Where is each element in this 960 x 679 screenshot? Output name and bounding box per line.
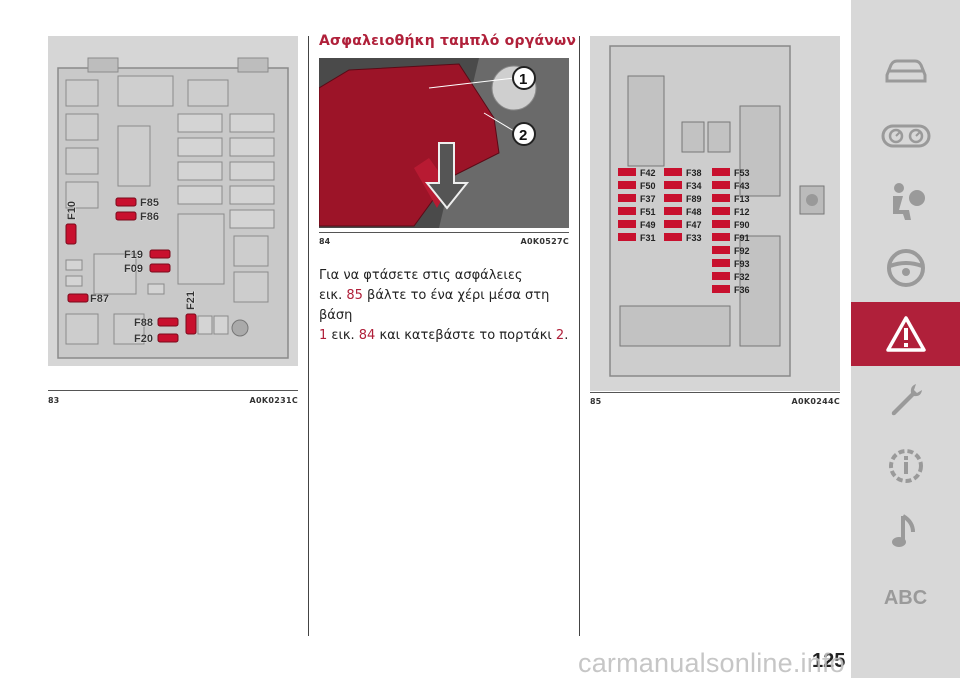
fuse-label: F53 (734, 168, 750, 178)
text-run: εικ. (319, 288, 347, 303)
figure-ref[interactable]: 85 (346, 288, 363, 303)
fuse-label: F88 (134, 317, 153, 329)
watermark: carmanualsonline.info (578, 648, 845, 678)
index-label: ABC (883, 586, 928, 609)
figure-83-caption: 83 A0K0231C (48, 396, 298, 405)
figure-85-fuse-box: F42 F50 F37 F51 F49 F31 F38 F34 F89 F48 … (590, 36, 840, 391)
figure-85-caption-rule (590, 392, 840, 393)
callout-ref: 1 (319, 328, 328, 343)
fuse-label: F12 (734, 207, 750, 217)
figure-number: 84 (319, 237, 331, 246)
fuse-label: F47 (686, 220, 702, 230)
sidebar-item-dashboard[interactable] (851, 104, 960, 168)
figure-code: A0K0231C (249, 396, 298, 405)
figure-83-caption-rule (48, 390, 298, 391)
fuse-label: F10 (66, 201, 78, 220)
fuse-label: F89 (686, 194, 702, 204)
fuse-f19 (149, 249, 171, 259)
fuse-label: F19 (124, 249, 143, 261)
fuse-label: F93 (734, 259, 750, 269)
fuse-label: F91 (734, 233, 750, 243)
text-line: Για να φτάσετε στις ασφάλειες (319, 268, 523, 283)
sidebar-item-safety[interactable] (851, 170, 960, 234)
music-note-icon (891, 514, 915, 547)
dashboard-photo: 1 2 (319, 58, 569, 228)
figure-83-fuse-box: F10 F85 F86 F19 F09 F87 F21 F88 F20 (48, 36, 298, 366)
fuse-f88 (157, 317, 179, 327)
callout-1 (512, 66, 536, 90)
fuse-label: F43 (734, 181, 750, 191)
fuse-label: F38 (686, 168, 702, 178)
sidebar-item-multimedia[interactable] (851, 500, 960, 564)
fuse-label: F50 (640, 181, 656, 191)
fuse-f21 (185, 313, 197, 335)
figure-84-caption: 84 A0K0527C (319, 237, 569, 246)
figure-84-caption-rule (319, 232, 569, 233)
column-divider-right (579, 36, 580, 636)
page-number: 125 (812, 650, 846, 672)
fuse-label: F90 (734, 220, 750, 230)
fuse-label: F37 (640, 194, 656, 204)
fuse-label: F09 (124, 263, 143, 275)
airbag-passenger-icon (892, 183, 925, 220)
sidebar-item-index[interactable]: ABC (851, 566, 960, 630)
chapter-sidebar: ABC (851, 0, 960, 678)
dashboard-gauges-icon (881, 124, 930, 148)
fuse-label: F42 (640, 168, 656, 178)
section-title: Ασφαλειοθήκη ταμπλό οργάνων (319, 33, 577, 49)
figure-ref[interactable]: 84 (358, 328, 376, 343)
warning-triangle-icon (885, 316, 926, 352)
fuse-f86 (115, 211, 137, 221)
fuse-label: F86 (140, 211, 159, 223)
fuse-label: F34 (686, 181, 702, 191)
figure-number: 83 (48, 396, 60, 405)
fuse-label: F33 (686, 233, 702, 243)
text-run: . (564, 328, 569, 343)
fuse-label: F51 (640, 207, 656, 217)
column-divider-left (308, 36, 309, 636)
callout-label: 1 (519, 71, 527, 88)
fuse-label: F85 (140, 197, 159, 209)
instruction-paragraph: Για να φτάσετε στις ασφάλειες εικ. 85 βά… (319, 266, 569, 346)
fuse-f87 (67, 293, 89, 303)
text-run: και κατεβάστε το πορτάκι (375, 328, 556, 343)
sidebar-item-technical-data[interactable] (851, 434, 960, 498)
sidebar-item-driving[interactable] (851, 236, 960, 300)
fuse-label: F36 (734, 285, 750, 295)
fuse-label: F21 (185, 291, 197, 310)
fuse-f10 (65, 223, 77, 245)
fuse-f09 (149, 263, 171, 273)
fuse-f85 (115, 197, 137, 207)
text-run: βάλτε το ένα χέρι μέσα στη βάση (319, 288, 550, 323)
car-icon (885, 59, 926, 83)
figure-number: 85 (590, 397, 602, 406)
wrench-icon (891, 384, 922, 416)
fuse-label: F48 (686, 207, 702, 217)
callout-label: 2 (519, 127, 527, 144)
fuse-label: F49 (640, 220, 656, 230)
fuse-label: F20 (134, 333, 153, 345)
fuse-box-diagram: F10 F85 F86 F19 F09 F87 F21 F88 F20 (57, 57, 289, 359)
sidebar-item-car[interactable] (851, 38, 960, 102)
fuse-label: F87 (90, 293, 109, 305)
sidebar-item-maintenance[interactable] (851, 368, 960, 432)
fuse-f20 (157, 333, 179, 343)
callout-ref: 2 (555, 328, 565, 343)
fuse-label: F32 (734, 272, 750, 282)
figure-84-photo: 1 2 (319, 58, 569, 228)
figure-85-caption: 85 A0K0244C (590, 397, 840, 406)
steering-wheel-icon (886, 249, 925, 287)
callout-2 (512, 122, 536, 146)
sidebar-item-emergency[interactable] (851, 302, 960, 366)
fuse-label: F92 (734, 246, 750, 256)
fuse-label: F13 (734, 194, 750, 204)
info-gear-icon (888, 449, 923, 483)
figure-code: A0K0244C (791, 397, 840, 406)
fuse-box-diagram: F42 F50 F37 F51 F49 F31 F38 F34 F89 F48 … (609, 45, 825, 377)
figure-code: A0K0527C (520, 237, 569, 246)
fuse-label: F31 (640, 233, 656, 243)
text-run: εικ. (327, 328, 359, 343)
